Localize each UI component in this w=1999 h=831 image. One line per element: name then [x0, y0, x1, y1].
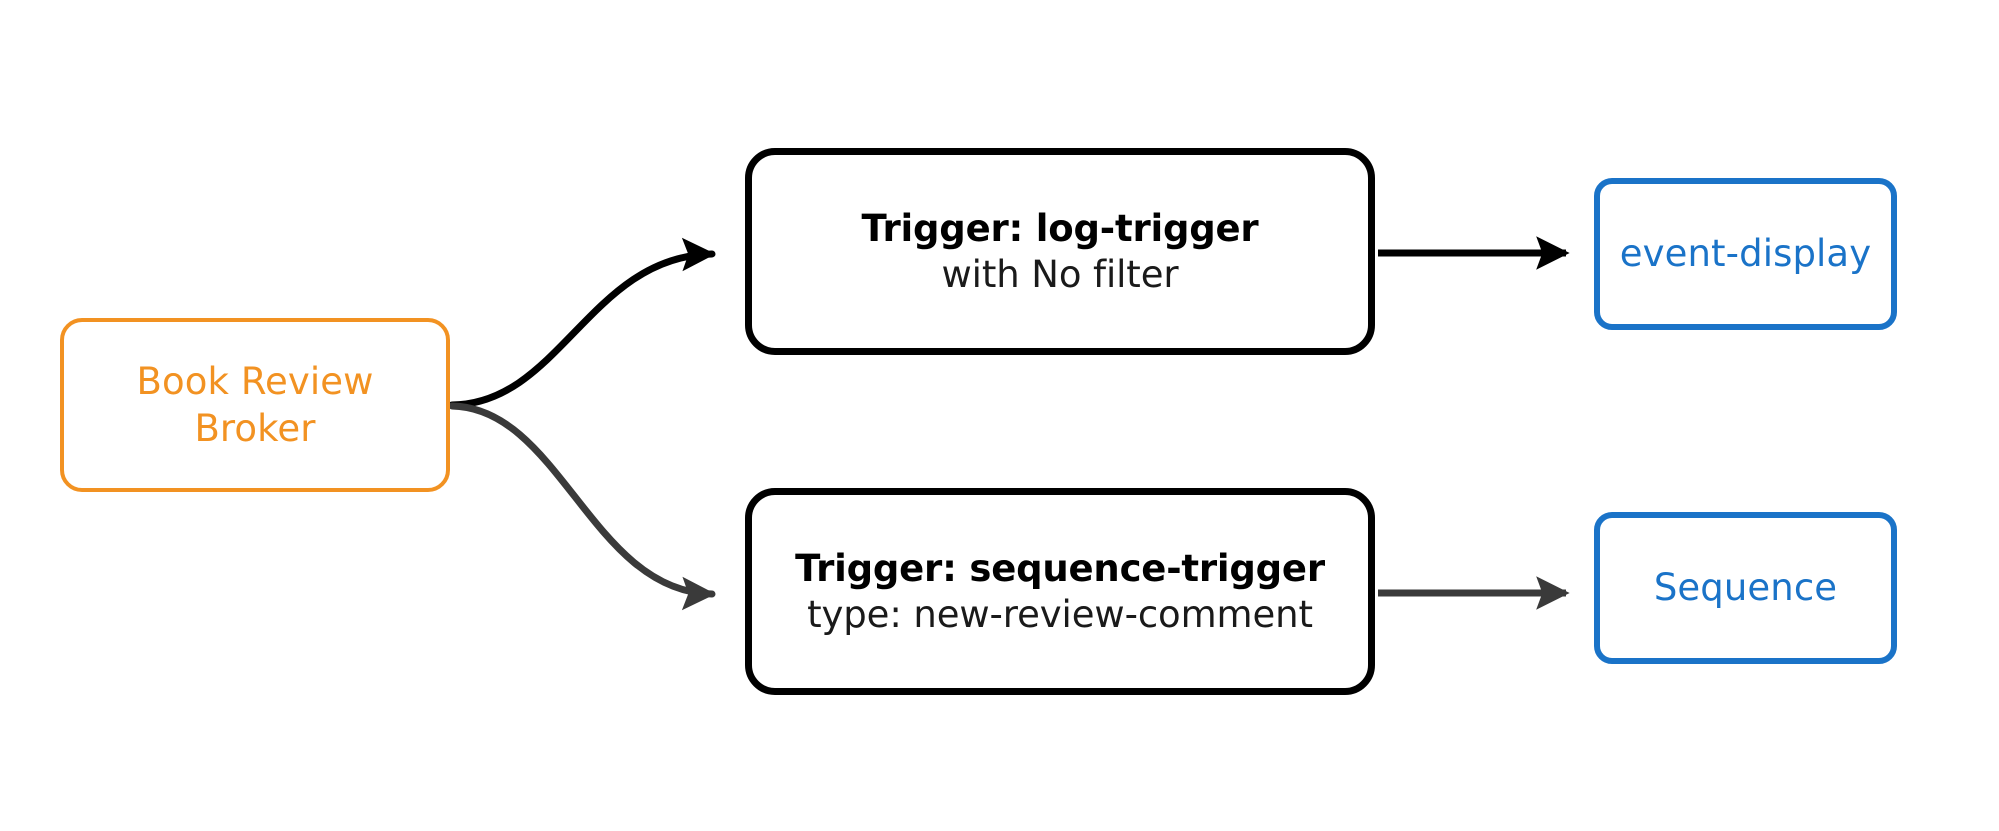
node-log-trigger[interactable]: Trigger: log-trigger with No filter — [745, 148, 1375, 355]
edge-broker-to-log-trigger — [448, 237, 716, 409]
sequence-label: Sequence — [1653, 565, 1838, 609]
sequence-trigger-subtitle: type: new-review-comment — [807, 592, 1313, 636]
log-trigger-title: Trigger: log-trigger — [861, 207, 1259, 251]
node-sequence-trigger[interactable]: Trigger: sequence-trigger type: new-revi… — [745, 488, 1375, 695]
broker-label-line1: Book Review — [136, 359, 374, 403]
event-display-label: event-display — [1619, 231, 1872, 275]
node-event-display[interactable]: event-display — [1594, 178, 1897, 330]
node-sequence[interactable]: Sequence — [1594, 512, 1897, 664]
edge-broker-to-sequence-trigger — [448, 402, 716, 611]
sequence-trigger-title: Trigger: sequence-trigger — [795, 547, 1325, 591]
log-trigger-subtitle: with No filter — [941, 252, 1179, 296]
broker-label-line2: Broker — [194, 407, 316, 450]
node-book-review-broker[interactable]: Book Review Broker — [60, 318, 450, 492]
